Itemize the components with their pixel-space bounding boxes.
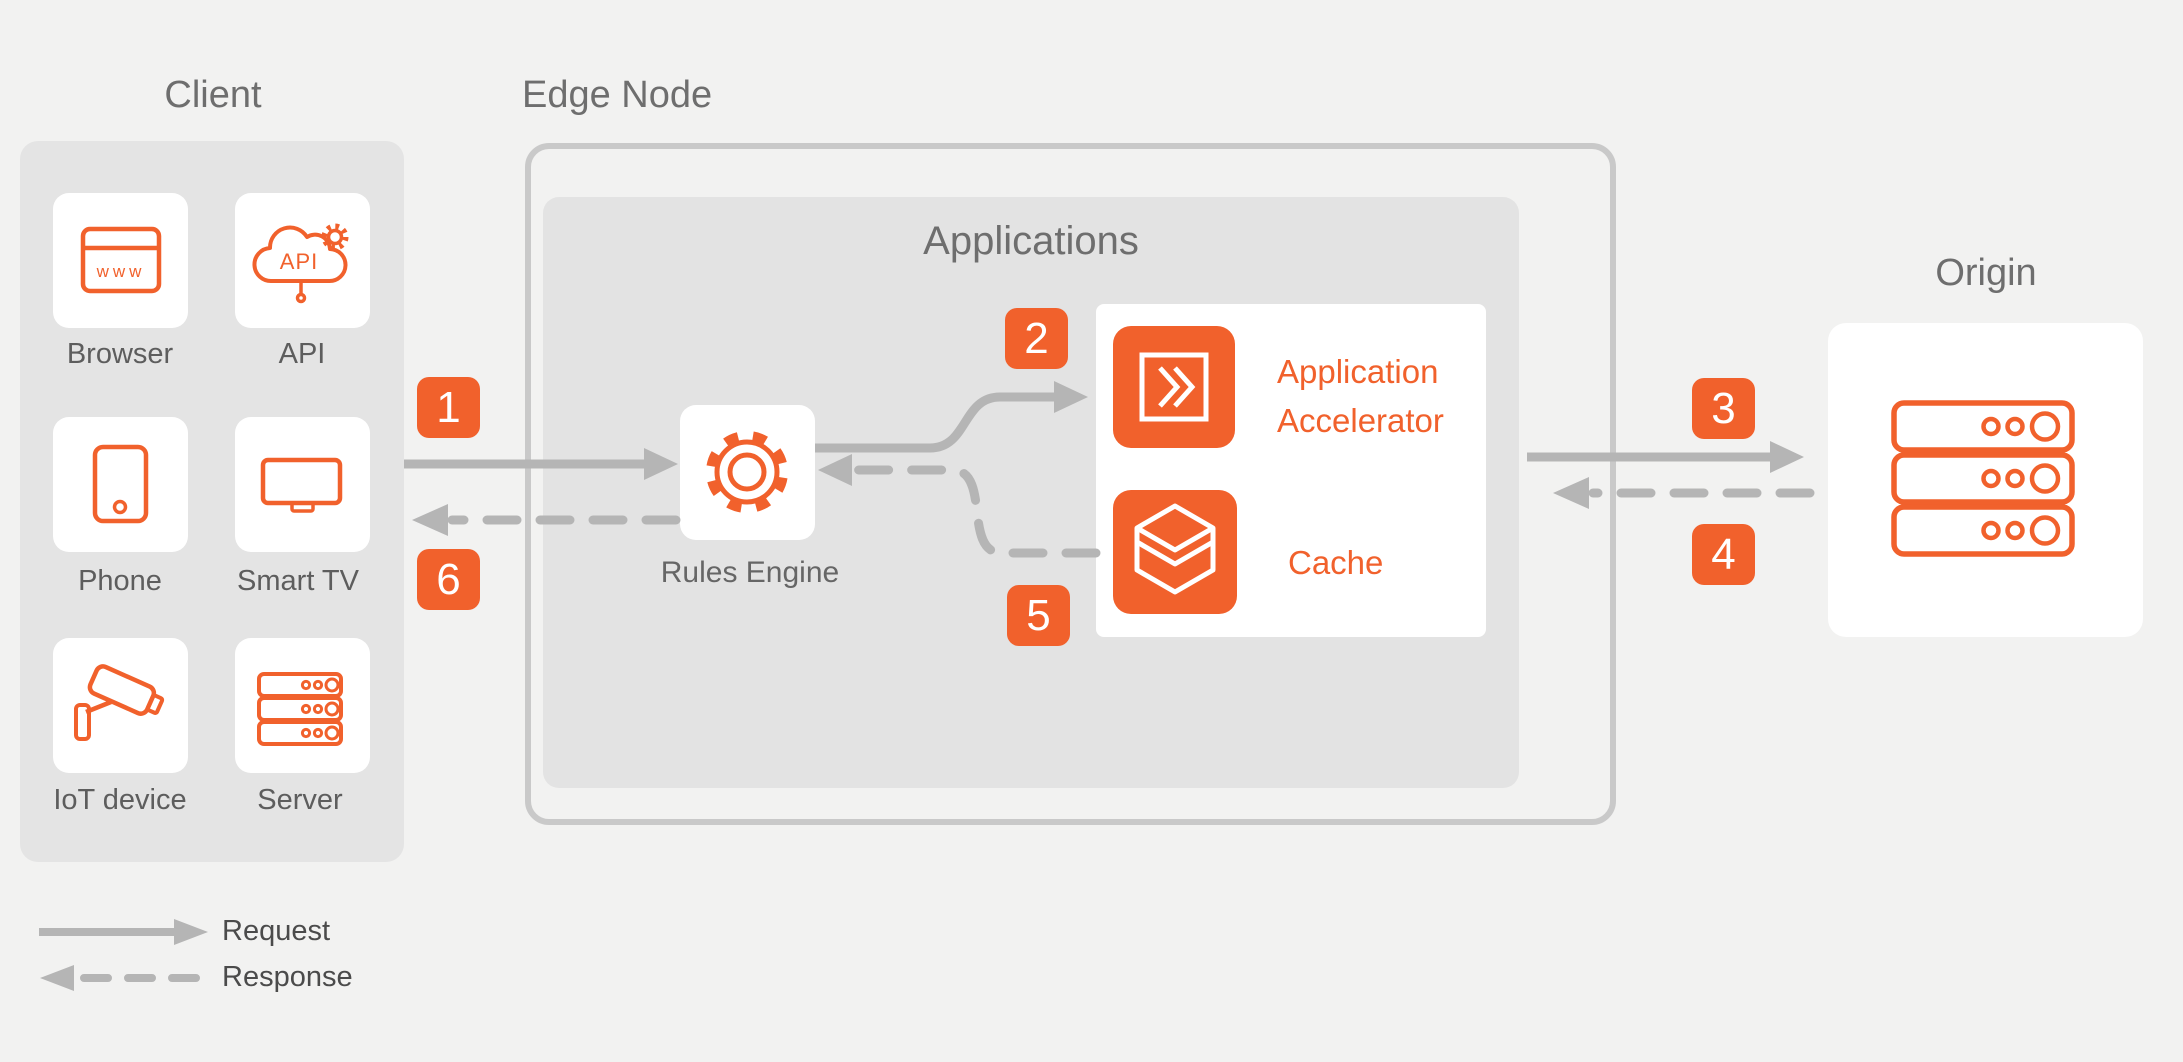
legend-request-arrow — [39, 919, 208, 945]
legend-request-label: Request — [222, 915, 331, 947]
browser-tile: www — [53, 193, 188, 328]
smart-tv-tile — [235, 417, 370, 552]
api-label: API — [278, 338, 326, 370]
browser-icon: www — [80, 226, 162, 294]
api-cloud-icon: API — [252, 223, 349, 304]
origin-section-title: Origin — [1935, 252, 2037, 294]
gear-icon — [706, 431, 788, 513]
browser-label: Browser — [66, 338, 174, 370]
application-accelerator-label: Application Accelerator — [1277, 353, 1444, 439]
flow-badge-3: 3 — [1692, 378, 1755, 439]
iot-device-label: IoT device — [53, 784, 187, 816]
phone-tile — [53, 417, 188, 552]
legend-response-arrow — [40, 965, 214, 991]
iot-device-tile — [53, 638, 188, 773]
svg-text:API: API — [280, 249, 318, 274]
legend-response-label: Response — [222, 961, 353, 993]
flow-badge-6: 6 — [417, 549, 480, 610]
client-section-title: Client — [164, 74, 262, 116]
edge-node-section-title: Edge Node — [522, 74, 713, 116]
svg-text:www: www — [96, 262, 146, 281]
rules-engine-label: Rules Engine — [660, 556, 840, 589]
flow-badge-5: 5 — [1007, 585, 1070, 646]
origin-server-icon — [1891, 400, 2075, 557]
accelerator-icon — [1113, 326, 1235, 448]
smart-tv-icon — [260, 457, 343, 513]
server-stack-icon — [257, 672, 343, 746]
cache-label: Cache — [1288, 544, 1384, 581]
phone-label: Phone — [78, 565, 162, 597]
iot-camera-icon — [74, 664, 165, 741]
api-tile: API — [235, 193, 370, 328]
server-tile — [235, 638, 370, 773]
applications-title: Applications — [923, 219, 1139, 263]
rules-engine-tile — [680, 405, 815, 540]
edge-node-box — [525, 143, 1616, 825]
phone-icon — [92, 444, 149, 524]
smart-tv-label: Smart TV — [237, 565, 359, 597]
accelerator-chevrons-icon — [1139, 352, 1209, 422]
cache-icon — [1113, 490, 1237, 614]
server-label: Server — [257, 784, 343, 816]
flow-badge-1: 1 — [417, 377, 480, 438]
flow-badge-2: 2 — [1005, 308, 1068, 369]
cache-layers-icon — [1134, 503, 1216, 595]
flow-badge-4: 4 — [1692, 524, 1755, 585]
